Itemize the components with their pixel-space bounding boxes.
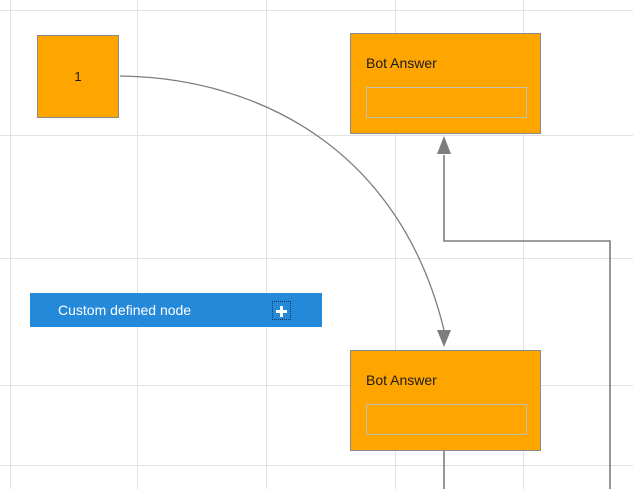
node-title: Bot Answer xyxy=(366,55,437,71)
node-bot-answer-bottom[interactable]: Bot Answer xyxy=(350,350,541,451)
grid-line-vertical xyxy=(10,0,11,489)
node-title: Bot Answer xyxy=(366,372,437,388)
grid-line-horizontal xyxy=(0,10,633,11)
node-start[interactable]: 1 xyxy=(37,35,119,118)
custom-defined-node-label: Custom defined node xyxy=(58,302,192,318)
plus-icon-vertical-stroke xyxy=(280,305,283,317)
edge-arrowhead-down xyxy=(437,330,451,347)
grid-line-vertical xyxy=(137,0,138,489)
grid-line-horizontal xyxy=(0,135,633,136)
bot-answer-text-input[interactable] xyxy=(366,404,527,435)
plus-icon[interactable] xyxy=(272,300,291,320)
custom-defined-node-bar[interactable]: Custom defined node xyxy=(30,293,322,327)
edge-arrowhead-up xyxy=(437,136,451,154)
node-start-label: 1 xyxy=(74,69,82,84)
grid-line-horizontal xyxy=(0,258,633,259)
grid-line-horizontal xyxy=(0,465,633,466)
grid-line-vertical xyxy=(266,0,267,489)
bot-answer-text-input[interactable] xyxy=(366,87,527,118)
node-bot-answer-top[interactable]: Bot Answer xyxy=(350,33,541,134)
